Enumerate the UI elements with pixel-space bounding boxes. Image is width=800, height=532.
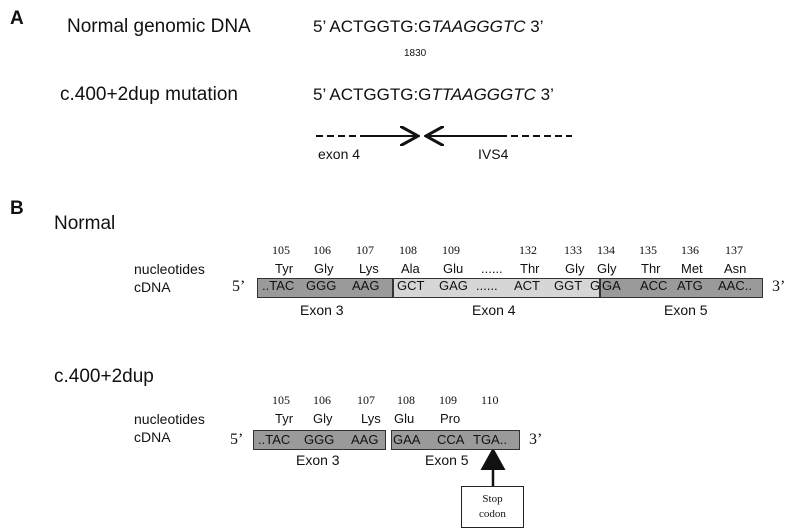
mutant-codon: CCA — [437, 432, 465, 447]
mutant-three-prime: 3’ — [529, 431, 543, 448]
mutant-seq-suffix: 3’ — [535, 85, 554, 104]
normal-exon3-label: Exon 3 — [300, 302, 344, 318]
mutant-title: c.400+2dup — [54, 366, 154, 387]
normal-codon: ACT — [514, 278, 540, 293]
normal-num: 134 — [597, 243, 615, 257]
normal-aa: Gly — [314, 261, 334, 276]
normal-codon: GAG — [439, 278, 468, 293]
normal-aa: Asn — [724, 261, 747, 276]
normal-dna-label: Normal genomic DNA — [67, 16, 251, 37]
normal-codon: ..TAC — [262, 278, 295, 293]
normal-codon: AAC.. — [718, 278, 752, 293]
mutant-aa: Lys — [361, 411, 381, 426]
normal-exon3-box — [257, 278, 393, 298]
ivs4-arrow-label: IVS4 — [478, 146, 509, 162]
normal-aa: Lys — [359, 261, 379, 276]
mutant-exon3-box — [253, 430, 386, 450]
normal-seq-italic: TAAGGGTC — [431, 17, 526, 36]
mutant-codon: AAG — [351, 432, 379, 447]
normal-aa: Gly — [565, 261, 585, 276]
normal-num: 133 — [564, 243, 582, 257]
normal-codon: GA — [602, 278, 621, 293]
mutant-num: 106 — [313, 393, 331, 407]
mutant-codon: GGG — [304, 432, 335, 447]
normal-aa: Thr — [641, 261, 661, 276]
mutant-num: 107 — [357, 393, 375, 407]
normal-num: 107 — [356, 243, 374, 257]
normal-exon4-label: Exon 4 — [472, 302, 516, 318]
mutant-num: 105 — [272, 393, 290, 407]
normal-codon: G — [590, 278, 601, 293]
mutant-num: 108 — [397, 393, 415, 407]
normal-aa: Gly — [597, 261, 617, 276]
normal-codon: GCT — [397, 278, 425, 293]
normal-codon: GGG — [306, 278, 337, 293]
mutant-num: 110 — [481, 393, 499, 407]
normal-num: 105 — [272, 243, 290, 257]
normal-aa: Tyr — [275, 261, 294, 276]
normal-title: Normal — [54, 213, 116, 234]
normal-nucleotides-label: nucleotides — [134, 261, 205, 277]
mutant-seq-prefix: 5’ ACTGGTG:G — [313, 85, 432, 104]
normal-seq-suffix: 3’ — [525, 17, 544, 36]
normal-aa: Met — [681, 261, 703, 276]
normal-codon: ...... — [476, 278, 498, 293]
mutant-exon5-label: Exon 5 — [425, 452, 469, 468]
panel-b-letter: B — [10, 198, 24, 219]
mutant-aa: Gly — [313, 411, 333, 426]
normal-five-prime: 5’ — [232, 278, 246, 295]
mutant-num: 109 — [439, 393, 457, 407]
normal-num: 135 — [639, 243, 657, 257]
mutant-dna-label: c.400+2dup mutation — [60, 84, 238, 105]
mutant-codon: ..TAC — [258, 432, 291, 447]
normal-num: 106 — [313, 243, 331, 257]
normal-aa: ...... — [481, 261, 503, 276]
panel-a-letter: A — [10, 8, 24, 29]
normal-codon: AAG — [352, 278, 380, 293]
normal-three-prime: 3’ — [772, 278, 786, 295]
position-number: 1830 — [404, 48, 427, 59]
mutant-nucleotides-label: nucleotides — [134, 411, 205, 427]
mutant-codon: TGA.. — [473, 432, 507, 447]
normal-num: 137 — [725, 243, 743, 257]
normal-num: 136 — [681, 243, 699, 257]
mutant-dna-sequence: 5’ ACTGGTG:GTTAAGGGTC 3’ — [313, 85, 554, 105]
stop-codon-box: Stop codon — [461, 486, 524, 528]
normal-exon4-box — [393, 278, 600, 298]
mutant-five-prime: 5’ — [230, 431, 244, 448]
mutant-exon5-box — [391, 430, 520, 450]
mutant-aa: Glu — [394, 411, 415, 426]
mutant-codon: GAA — [393, 432, 421, 447]
normal-cdna-label: cDNA — [134, 279, 171, 295]
normal-exon5-box — [600, 278, 763, 298]
normal-num: 108 — [399, 243, 417, 257]
exon4-arrow-label: exon 4 — [318, 146, 361, 162]
normal-aa: Thr — [520, 261, 540, 276]
normal-aa: Glu — [443, 261, 464, 276]
normal-codon: ATG — [677, 278, 703, 293]
mutant-exon3-label: Exon 3 — [296, 452, 340, 468]
normal-num: 132 — [519, 243, 537, 257]
normal-num: 109 — [442, 243, 460, 257]
mutant-aa: Pro — [440, 411, 461, 426]
mutant-seq-italic: TTAAGGGTC — [431, 85, 536, 104]
normal-exon5-label: Exon 5 — [664, 302, 708, 318]
normal-aa: Ala — [401, 261, 420, 276]
normal-seq-prefix: 5’ ACTGGTG:G — [313, 17, 432, 36]
mutant-aa: Tyr — [275, 411, 294, 426]
mutant-cdna-label: cDNA — [134, 429, 171, 445]
stop-label-line1: Stop — [482, 493, 503, 505]
normal-dna-sequence: 5’ ACTGGTG:GTAAGGGTC 3’ — [313, 17, 544, 37]
normal-codon: GGT — [554, 278, 583, 293]
normal-codon: ACC — [640, 278, 668, 293]
stop-label-line2: codon — [479, 508, 506, 520]
